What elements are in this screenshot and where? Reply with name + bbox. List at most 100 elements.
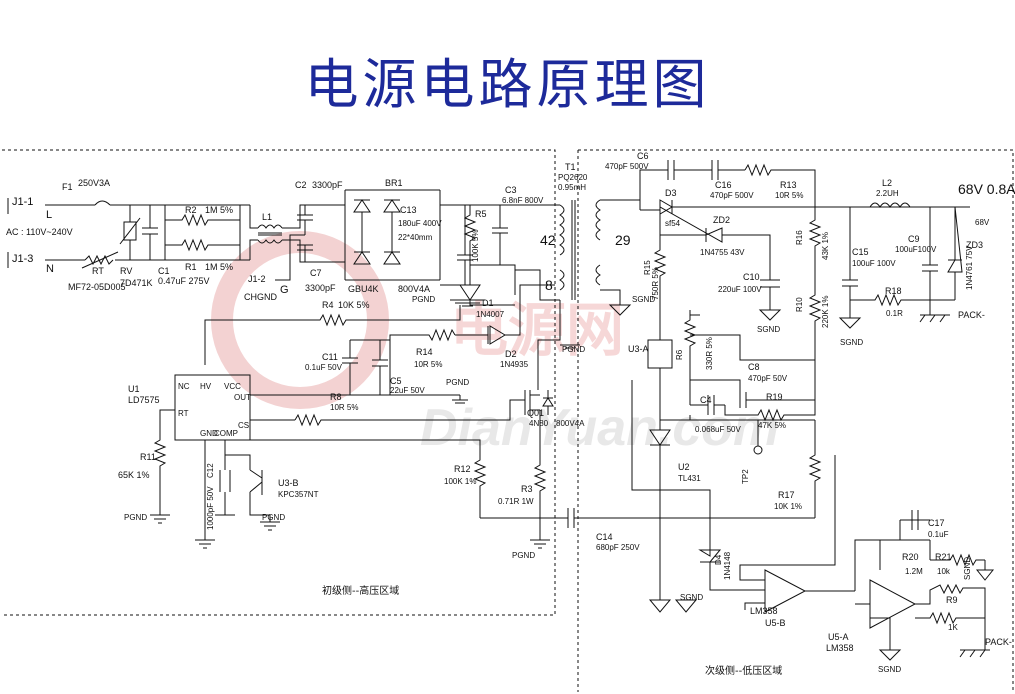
label-sgnd-2: SGND — [757, 325, 780, 334]
label-q01-val: 4N80 — [529, 419, 549, 428]
label-c3: C3 — [505, 185, 517, 195]
label-r13: R13 — [780, 180, 797, 190]
label-r10: R10 — [795, 297, 804, 312]
component-labels: J1-1 L AC : 110V~240V J1-3 N F1 250V3A R… — [6, 151, 1015, 674]
label-r5: R5 — [475, 209, 487, 219]
label-c7-val: 3300pF — [305, 283, 336, 293]
label-j1-2: J1-2 — [248, 274, 266, 284]
label-u1: U1 — [128, 384, 140, 394]
label-u3b: U3-B — [278, 478, 299, 488]
label-r5-val: 100K 5% — [471, 230, 480, 262]
label-r17-val: 10K 1% — [774, 502, 802, 511]
label-c4: C4 — [700, 395, 712, 405]
label-u3a: U3-A — [628, 344, 649, 354]
label-zd2-val: 1N4755 43V — [700, 248, 745, 257]
label-r12-val: 100K 1% — [444, 477, 476, 486]
label-f1: F1 — [62, 182, 73, 192]
label-r3-val: 0.71R 1W — [498, 497, 534, 506]
label-sgnd-3: SGND — [840, 338, 863, 347]
label-c8-val: 470pF 50V — [748, 374, 788, 383]
label-sgnd-4: SGND — [680, 593, 703, 602]
label-r20-val: 1.2M — [905, 567, 923, 576]
label-l2-val: 2.2UH — [876, 189, 899, 198]
label-l2: L2 — [882, 178, 892, 188]
label-r14: R14 — [416, 347, 433, 357]
label-d3: D3 — [665, 188, 677, 198]
label-c10: C10 — [743, 272, 760, 282]
label-r12: R12 — [454, 464, 471, 474]
label-c5: C5 — [390, 376, 402, 386]
label-c15-val: 100uF 100V — [852, 259, 896, 268]
label-u5a: U5-A — [828, 632, 849, 642]
label-pack-2: PACK- — [985, 637, 1012, 647]
label-r9-val: 1K — [948, 623, 958, 632]
label-c13: C13 — [400, 205, 417, 215]
label-chgnd: CHGND — [244, 292, 277, 302]
label-r16-val: 43K 1% — [821, 232, 830, 260]
label-pin-gnd: GND — [200, 429, 218, 438]
label-r3: R3 — [521, 484, 533, 494]
label-pgnd-1: PGND — [412, 295, 435, 304]
output-node: 68V — [975, 218, 990, 227]
label-pin-cs: CS — [238, 421, 249, 430]
label-c11-val: 0.1uF 50V — [305, 363, 343, 372]
label-u1-val: LD7575 — [128, 395, 160, 405]
label-br1-val: GBU4K — [348, 284, 379, 294]
label-r19: R19 — [766, 392, 783, 402]
label-r13-val: 10R 5% — [775, 191, 803, 200]
label-j1-1: J1-1 — [12, 196, 33, 208]
label-c16: C16 — [715, 180, 732, 190]
label-rt: RT — [92, 266, 104, 276]
label-pgnd-4: PGND — [124, 513, 147, 522]
label-zd3: ZD3 — [966, 240, 983, 250]
label-c2-val: 3300pF — [312, 180, 343, 190]
label-c6-val: 470pF 500V — [605, 162, 649, 171]
label-rv: RV — [120, 266, 132, 276]
label-c3-val: 6.8nF 800V — [502, 196, 544, 205]
label-c12: C12 — [206, 463, 215, 478]
label-L: L — [46, 209, 52, 221]
label-pin-out: OUT — [234, 393, 251, 402]
label-u5a-val: LM358 — [826, 643, 854, 653]
label-r8: R8 — [330, 392, 342, 402]
label-r10-val: 220K 1% — [821, 296, 830, 328]
label-c2: C2 — [295, 180, 307, 190]
primary-wiring — [7, 189, 665, 549]
label-u5b: U5-B — [765, 618, 786, 628]
label-turns-8: 8 — [545, 277, 553, 293]
label-u2: U2 — [678, 462, 690, 472]
label-q01: Q01 — [527, 408, 544, 418]
label-r6-val: 330R 5% — [705, 337, 714, 370]
label-d2-val: 1N4935 — [500, 360, 529, 369]
label-turns-42: 42 — [540, 232, 556, 248]
label-t1: T1 — [565, 162, 576, 172]
label-r4: R4 — [322, 300, 334, 310]
zone-secondary-label: 次级侧--低压区域 — [705, 664, 782, 677]
label-c16-val: 470pF 500V — [710, 191, 754, 200]
label-r21: R21 — [935, 552, 952, 562]
zone-borders — [2, 149, 1014, 692]
label-rt-val: MF72-05D005 — [68, 282, 126, 292]
label-c10-val: 220uF 100V — [718, 285, 762, 294]
label-d3-val: sf54 — [665, 219, 681, 228]
label-r11-val: 65K 1% — [118, 470, 150, 480]
label-r2: R2 — [185, 205, 197, 215]
label-tp2: TP2 — [741, 469, 750, 484]
label-r2-val: 1M 5% — [205, 205, 233, 215]
label-r16: R16 — [795, 230, 804, 245]
output-rating: 68V 0.8A — [958, 181, 1015, 197]
label-r14-val: 10R 5% — [414, 360, 442, 369]
label-r4-val: 10K 5% — [338, 300, 370, 310]
page-title: 电源电路原理图 — [304, 53, 711, 116]
label-N: N — [46, 263, 54, 275]
label-c8: C8 — [748, 362, 760, 372]
label-c17-val: 0.1uF — [928, 530, 949, 539]
label-zd2: ZD2 — [713, 215, 730, 225]
label-d2: D2 — [505, 349, 517, 359]
label-r21-val: 10k — [937, 567, 951, 576]
label-c1: C1 — [158, 266, 170, 276]
label-br1: BR1 — [385, 178, 403, 188]
label-q01-val2: 800V4A — [556, 419, 585, 428]
label-pin-nc: NC — [178, 382, 190, 391]
label-d1: D1 — [482, 298, 494, 308]
